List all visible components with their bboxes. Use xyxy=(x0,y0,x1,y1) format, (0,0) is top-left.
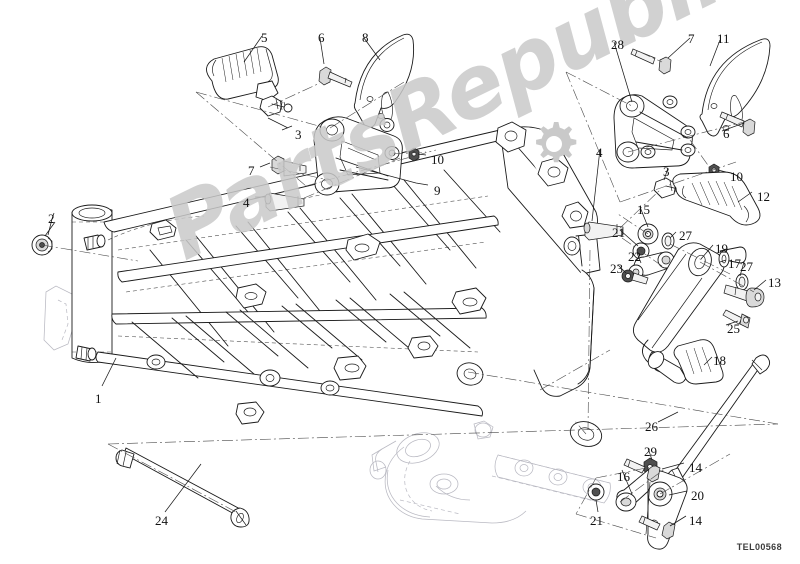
drawing-code: TEL00568 xyxy=(736,542,782,552)
callout-10: 10 xyxy=(431,152,444,167)
callout-15: 15 xyxy=(637,202,650,217)
part-lever-rubber-18 xyxy=(673,339,724,385)
leader-lines xyxy=(44,35,767,527)
callout-14: 14 xyxy=(689,460,702,475)
frame-collar xyxy=(75,345,97,362)
callout-26: 26 xyxy=(645,419,658,434)
callout-12: 12 xyxy=(757,189,770,204)
frame-pivot-boss xyxy=(259,369,281,387)
callout-6-right: 6 xyxy=(723,126,730,141)
callout-8: 8 xyxy=(362,30,369,45)
callout-25: 25 xyxy=(727,321,740,336)
frame-tab xyxy=(345,233,381,261)
part-footpeg-bracket-left xyxy=(313,116,403,196)
callout-3: 3 xyxy=(295,127,302,142)
callout-24: 24 xyxy=(155,513,168,528)
part-heel-guard-left xyxy=(353,33,415,129)
ghost-bracket-left xyxy=(43,285,77,351)
part-bolt-6-right xyxy=(719,111,756,137)
part-heel-guard-right xyxy=(699,38,771,137)
callout-28: 28 xyxy=(611,37,624,52)
frame-tab xyxy=(451,287,487,315)
callout-23: 23 xyxy=(610,261,623,276)
callout-19: 19 xyxy=(715,241,728,256)
frame-lug xyxy=(563,236,581,256)
callout-6: 6 xyxy=(318,30,325,45)
frame-collar xyxy=(83,234,106,251)
callout-2: 2 xyxy=(48,211,55,226)
assembly-centerlines xyxy=(41,51,779,539)
part-long-bolt-24 xyxy=(115,447,250,528)
frame-tab xyxy=(149,219,177,241)
callout-1: 1 xyxy=(95,391,102,406)
frame-pivot-boss xyxy=(456,362,484,386)
frame-lug xyxy=(495,121,527,153)
part-pin-4-right xyxy=(583,221,624,241)
callout-3-right: 3 xyxy=(663,164,670,179)
callout-14-lower: 14 xyxy=(689,513,702,528)
callout-18: 18 xyxy=(713,353,726,368)
frame-tab xyxy=(333,355,367,381)
frame-assembly xyxy=(71,121,603,447)
callout-22: 22 xyxy=(628,249,641,264)
part-footpeg-rubber-left xyxy=(206,46,279,102)
callout-21-lower: 21 xyxy=(590,513,603,528)
callout-7: 7 xyxy=(248,163,255,178)
part-footpeg-bracket-right xyxy=(613,94,696,169)
callout-20: 20 xyxy=(691,488,704,503)
frame-tab xyxy=(235,401,265,425)
callout-16: 16 xyxy=(617,469,630,484)
part-bolt-14-b xyxy=(638,515,676,540)
callout-27: 27 xyxy=(679,228,692,243)
callout-9: 9 xyxy=(434,183,441,198)
part-bolt-6-left xyxy=(318,66,353,88)
frame-tab xyxy=(235,283,267,309)
part-nut-21-b xyxy=(587,483,605,501)
part-footpeg-right xyxy=(672,171,761,226)
part-spacer-17 xyxy=(718,246,747,268)
part-nut-10-left xyxy=(408,147,420,162)
callout-13: 13 xyxy=(768,275,781,290)
part-bolt-7-left xyxy=(271,155,307,177)
callout-21: 21 xyxy=(612,225,625,240)
frame-pivot-boss xyxy=(320,380,340,396)
callout-10-right: 10 xyxy=(730,169,743,184)
part-bolt-25 xyxy=(722,309,751,329)
callout-17: 17 xyxy=(728,256,741,271)
callout-4-right: 4 xyxy=(596,145,603,160)
callout-29: 29 xyxy=(644,444,657,459)
part-footpeg-spring-left xyxy=(259,95,293,117)
part-bolt-23 xyxy=(621,269,649,285)
callout-5: 5 xyxy=(261,30,268,45)
part-bolt-7-right xyxy=(630,48,672,75)
part-bolt-13 xyxy=(723,284,765,308)
callout-27-lower: 27 xyxy=(740,259,753,274)
callout-4: 4 xyxy=(243,195,250,210)
callout-11: 11 xyxy=(717,31,730,46)
callout-7-right: 7 xyxy=(688,31,695,46)
frame-tab xyxy=(407,335,439,359)
part-pin-4-left xyxy=(264,192,305,212)
frame-pivot-boss xyxy=(146,354,166,370)
